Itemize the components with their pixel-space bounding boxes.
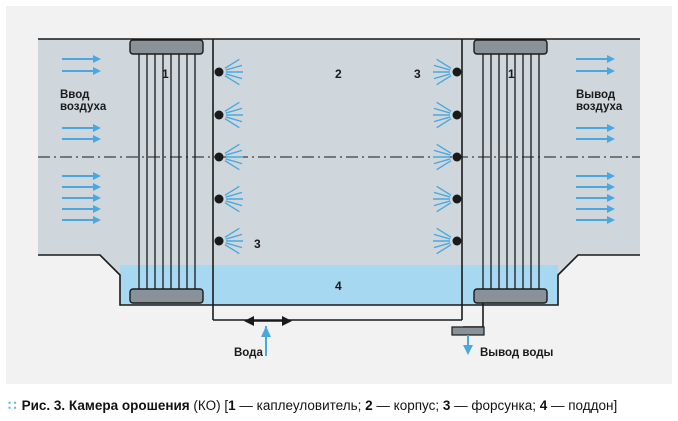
drain-valve: [451, 326, 485, 336]
caption-text-1: — каплеуловитель;: [235, 398, 366, 413]
arrow-right-icon: [62, 183, 101, 191]
airflow-arrows: [62, 55, 615, 224]
arrow-right-icon: [576, 216, 615, 224]
spray-nozzle-icon: [214, 227, 243, 255]
nozzles: [214, 58, 462, 255]
spray-nozzle-icon: [214, 185, 243, 213]
caption-text-3: — форсунка;: [450, 398, 540, 413]
arrow-right-icon: [62, 55, 101, 63]
arrow-right-icon: [576, 124, 615, 132]
water-pan: [120, 265, 558, 305]
caption-bullet-icon: ∷: [8, 398, 17, 413]
drop-eliminator-left: [129, 39, 204, 304]
caption-text-2: — корпус;: [372, 398, 443, 413]
caption-figure-title: Рис. 3. Камера орошения: [21, 398, 190, 413]
arrow-right-icon: [62, 216, 101, 224]
spray-nozzle-icon: [433, 185, 462, 213]
water-in-label: Вода: [234, 347, 263, 359]
chamber-body: [212, 39, 463, 321]
pan-label: 4: [335, 279, 342, 293]
eliminator-right-label: 1: [508, 67, 515, 81]
arrow-right-icon: [62, 194, 101, 202]
arrow-down-icon: [463, 345, 473, 355]
arrow-right-icon: [62, 135, 101, 143]
arrow-right-icon: [576, 205, 615, 213]
inlet-label-2: воздуха: [60, 101, 107, 113]
spray-nozzle-icon: [214, 143, 243, 171]
arrow-right-icon: [62, 67, 101, 75]
spray-nozzle-icon: [433, 101, 462, 129]
water-out-label: Вывод воды: [480, 347, 554, 359]
caption-num-4: 4: [539, 398, 548, 413]
arrow-right-icon: [62, 124, 101, 132]
arrow-right-icon: [576, 135, 615, 143]
arrow-right-icon: [576, 172, 615, 180]
figure-caption: ∷ Рис. 3. Камера орошения (КО) [1 — капле…: [8, 398, 672, 414]
drop-eliminator-right: [473, 39, 548, 304]
caption-num-3: 3: [442, 398, 451, 413]
water-supply-arrow: [244, 316, 292, 356]
arrow-right-icon: [62, 172, 101, 180]
outlet-label-1: Вывод: [576, 89, 616, 101]
arrow-right-icon: [576, 67, 615, 75]
arrow-right-icon: [576, 55, 615, 63]
body-label: 2: [335, 67, 342, 81]
spray-nozzle-icon: [433, 143, 462, 171]
duct-outline: [38, 38, 640, 306]
arrow-right-icon: [62, 205, 101, 213]
caption-num-1: 1: [228, 398, 236, 413]
spray-nozzle-icon: [214, 58, 243, 86]
spray-nozzle-icon: [433, 227, 462, 255]
eliminator-left-label: 1: [162, 67, 169, 81]
outlet-label-2: воздуха: [576, 101, 623, 113]
spray-nozzle-icon: [433, 58, 462, 86]
spray-nozzle-icon: [214, 101, 243, 129]
water-outlet-arrow: [463, 335, 473, 355]
arrow-up-icon: [261, 326, 271, 337]
arrow-right-icon: [576, 183, 615, 191]
air-duct: [38, 39, 640, 305]
inlet-label-1: Ввод: [60, 89, 90, 101]
caption-num-2: 2: [365, 398, 373, 413]
caption-abbr: (КО) [: [189, 398, 229, 413]
nozzle-label-top: 3: [414, 67, 421, 81]
caption-text-4: — поддон]: [547, 398, 618, 413]
nozzle-label-bottom: 3: [254, 237, 261, 251]
water-pipe: [463, 303, 484, 328]
arrow-right-icon: [576, 194, 615, 202]
